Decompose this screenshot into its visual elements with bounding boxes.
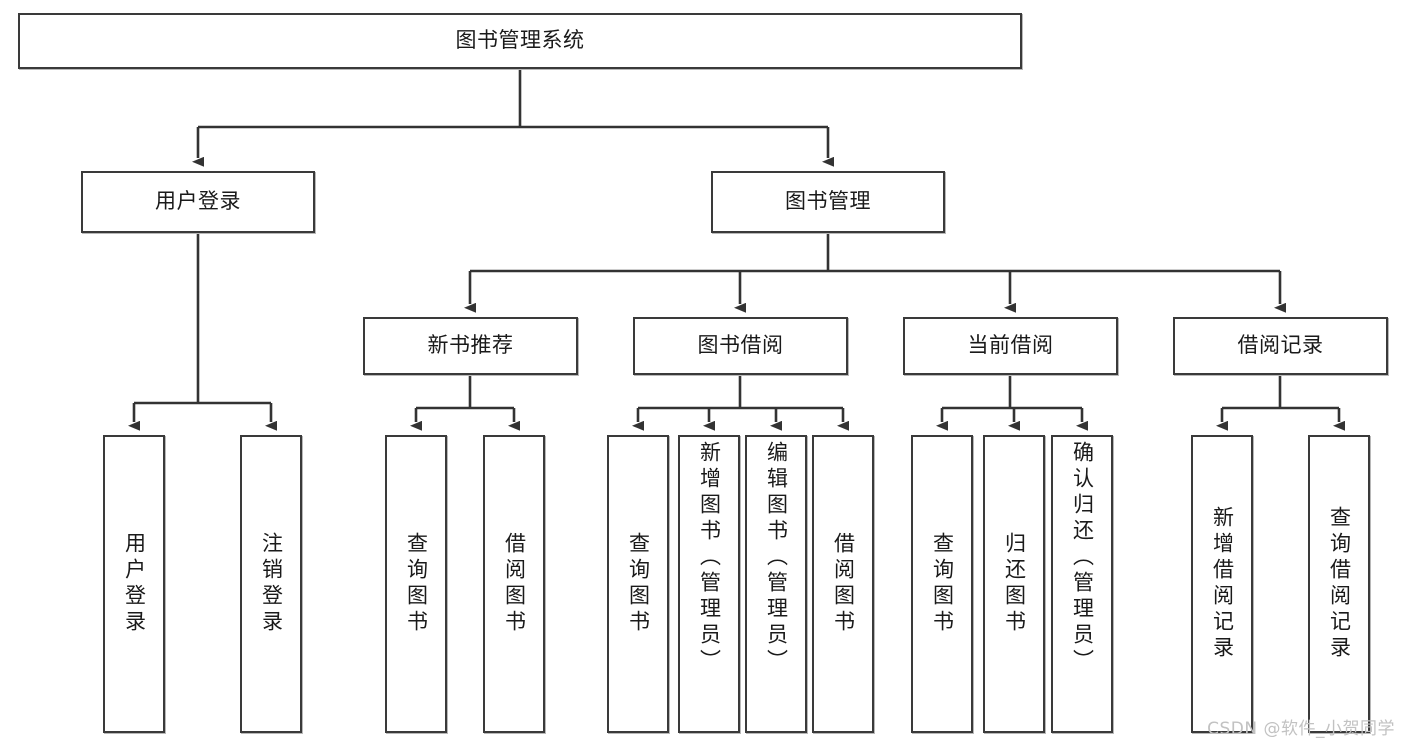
node-leaf-borrow-book-1-label: 借阅图书: [502, 532, 527, 636]
node-leaf-query-book-3[interactable]: 查询图书: [911, 435, 973, 733]
node-leaf-query-book-3-label: 查询图书: [930, 532, 955, 636]
node-leaf-query-book-2-label: 查询图书: [626, 532, 651, 636]
node-leaf-user-login-label: 用户登录: [122, 532, 147, 636]
node-leaf-edit-book-label: 编辑图书（管理员）: [764, 441, 789, 675]
node-leaf-user-logout-label: 注销登录: [259, 532, 284, 636]
node-leaf-add-record-label: 新增借阅记录: [1210, 506, 1235, 662]
node-leaf-add-record[interactable]: 新增借阅记录: [1191, 435, 1253, 733]
node-book-manage-label: 图书管理: [785, 189, 871, 214]
node-leaf-user-logout[interactable]: 注销登录: [240, 435, 302, 733]
node-current-borrow-label: 当前借阅: [967, 333, 1054, 358]
node-leaf-borrow-book-1[interactable]: 借阅图书: [483, 435, 545, 733]
node-book-borrow-label: 图书借阅: [697, 333, 784, 358]
node-borrow-record[interactable]: 借阅记录: [1173, 317, 1388, 375]
node-leaf-query-book-1-label: 查询图书: [404, 532, 429, 636]
node-leaf-return-book-label: 归还图书: [1002, 532, 1027, 636]
node-borrow-record-label: 借阅记录: [1237, 333, 1324, 358]
node-leaf-add-book[interactable]: 新增图书（管理员）: [678, 435, 740, 733]
node-user-login-label: 用户登录: [155, 189, 241, 214]
node-new-book-rec-label: 新书推荐: [427, 333, 514, 358]
node-leaf-user-login[interactable]: 用户登录: [103, 435, 165, 733]
node-leaf-query-record[interactable]: 查询借阅记录: [1308, 435, 1370, 733]
node-user-login[interactable]: 用户登录: [81, 171, 315, 233]
node-current-borrow[interactable]: 当前借阅: [903, 317, 1118, 375]
node-leaf-query-book-2[interactable]: 查询图书: [607, 435, 669, 733]
node-book-manage[interactable]: 图书管理: [711, 171, 945, 233]
node-leaf-confirm-return[interactable]: 确认归还（管理员）: [1051, 435, 1113, 733]
node-leaf-query-book-1[interactable]: 查询图书: [385, 435, 447, 733]
node-leaf-return-book[interactable]: 归还图书: [983, 435, 1045, 733]
node-leaf-edit-book[interactable]: 编辑图书（管理员）: [745, 435, 807, 733]
node-leaf-borrow-book-2-label: 借阅图书: [831, 532, 856, 636]
node-root-label: 图书管理系统: [455, 28, 585, 53]
node-root[interactable]: 图书管理系统: [18, 13, 1022, 69]
node-leaf-confirm-return-label: 确认归还（管理员）: [1070, 441, 1095, 675]
node-leaf-borrow-book-2[interactable]: 借阅图书: [812, 435, 874, 733]
node-leaf-query-record-label: 查询借阅记录: [1327, 506, 1352, 662]
node-leaf-add-book-label: 新增图书（管理员）: [697, 441, 722, 675]
node-book-borrow[interactable]: 图书借阅: [633, 317, 848, 375]
node-new-book-rec[interactable]: 新书推荐: [363, 317, 578, 375]
